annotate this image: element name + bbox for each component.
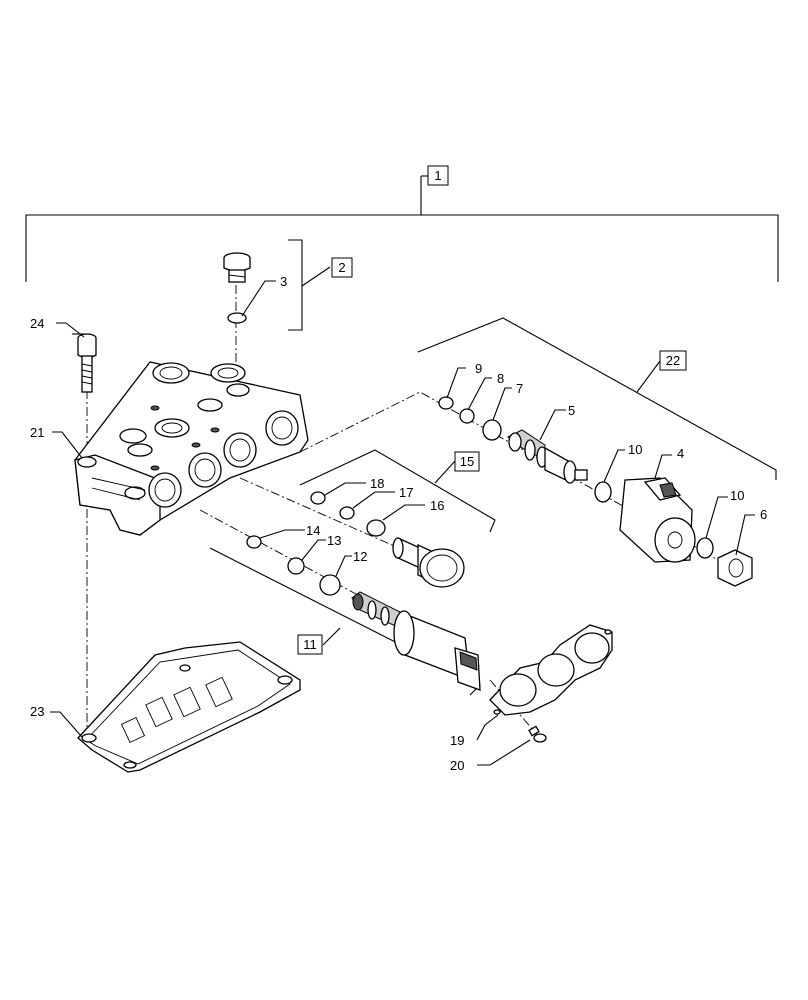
callout-4: 4	[677, 446, 684, 461]
assembly-bracket-1	[25, 175, 779, 282]
o-ring-16-icon	[366, 519, 386, 537]
o-ring-9-icon	[438, 396, 454, 410]
o-ring-17-icon	[339, 506, 355, 520]
callout-21: 21	[30, 425, 44, 440]
callout-box-15: 15	[454, 451, 480, 472]
o-ring-14-icon	[246, 535, 262, 549]
callout-10b: 10	[730, 488, 744, 503]
gasket-plate-icon	[77, 641, 301, 773]
leader-lines	[50, 280, 755, 766]
callout-12: 12	[353, 549, 367, 564]
o-ring-18-icon	[310, 491, 326, 505]
valve-body-icon	[74, 361, 309, 536]
callout-19: 19	[450, 733, 464, 748]
bolt-icon	[77, 333, 97, 393]
callout-box-1: 1	[427, 165, 449, 186]
o-ring-7-icon	[482, 419, 502, 441]
callout-10a: 10	[628, 442, 642, 457]
callout-15: 15	[460, 454, 474, 469]
callout-17: 17	[399, 485, 413, 500]
callout-8: 8	[497, 371, 504, 386]
callout-6: 6	[760, 507, 767, 522]
callout-3: 3	[280, 274, 287, 289]
o-ring-10a-icon	[594, 481, 612, 503]
gasket-icon	[489, 624, 613, 716]
callout-9: 9	[475, 361, 482, 376]
callout-7: 7	[516, 381, 523, 396]
callout-18: 18	[370, 476, 384, 491]
o-ring-8-icon	[459, 408, 475, 424]
nut-icon	[717, 549, 753, 587]
callout-1: 1	[434, 168, 441, 183]
callout-box-2: 2	[331, 257, 353, 278]
plug-group-bracket-2	[288, 239, 331, 331]
o-ring-icon	[227, 312, 247, 324]
callout-2: 2	[338, 260, 345, 275]
o-ring-10b-icon	[696, 537, 714, 559]
callout-20: 20	[450, 758, 464, 773]
plug-icon	[223, 252, 251, 283]
o-ring-12-icon	[319, 574, 341, 596]
callout-23: 23	[30, 704, 44, 719]
callout-22: 22	[666, 353, 680, 368]
valve-group-bracket-15	[299, 449, 496, 533]
cartridge-group-bracket-22	[417, 317, 777, 480]
callout-14: 14	[306, 523, 320, 538]
callout-16: 16	[430, 498, 444, 513]
coil-icon	[619, 477, 696, 563]
cartridge-icon	[507, 429, 588, 484]
spool-valve-icon	[392, 536, 465, 588]
callout-5: 5	[568, 403, 575, 418]
callout-11: 11	[303, 637, 317, 652]
callout-24: 24	[30, 316, 44, 331]
callout-13: 13	[327, 533, 341, 548]
screw-icon	[528, 725, 547, 743]
callout-box-22: 22	[659, 350, 687, 371]
solenoid-valve-icon	[351, 591, 481, 691]
callout-box-11: 11	[297, 634, 323, 655]
o-ring-13-icon	[287, 557, 305, 575]
